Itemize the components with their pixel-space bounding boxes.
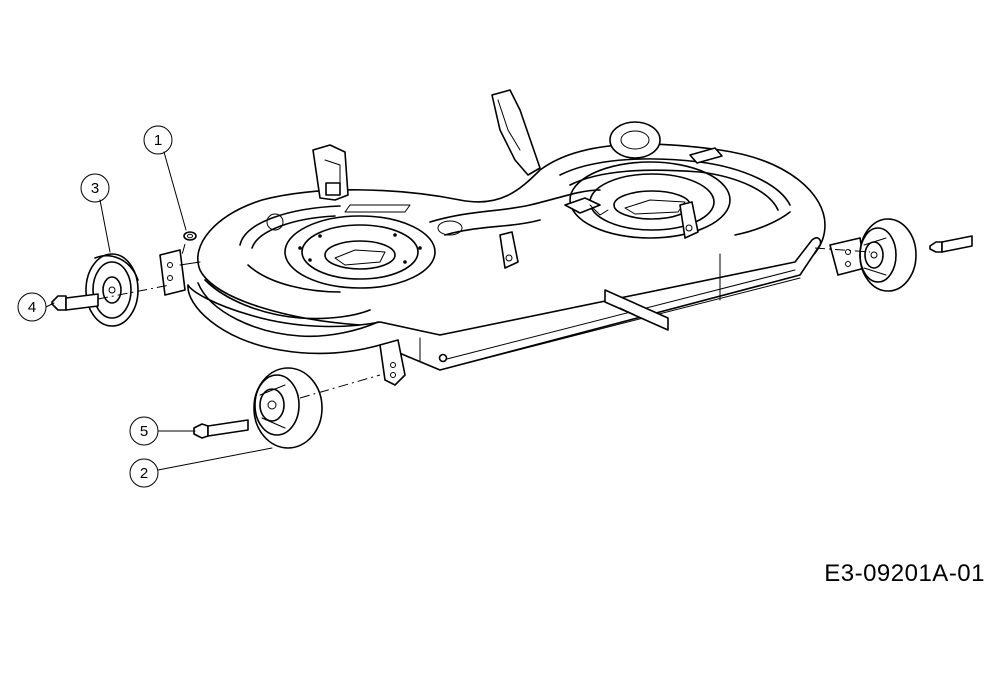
shoulder-bolt-right [929, 235, 973, 253]
callout-leaders [45, 151, 273, 471]
callout-3: 3 [80, 173, 110, 203]
callout-5-label: 5 [140, 423, 148, 440]
drawing-code: E3-09201A-01 [824, 560, 985, 587]
callout-2-label: 2 [140, 465, 148, 482]
callout-5: 5 [129, 416, 159, 446]
shoulder-bolt-front [193, 419, 249, 439]
callout-4-label: 4 [28, 299, 36, 316]
shoulder-bolt-left [51, 293, 99, 311]
assembly-lines [97, 243, 871, 399]
callout-2: 2 [129, 458, 159, 488]
deck-wheel-right [859, 218, 917, 292]
deck-wheel-left [85, 253, 139, 327]
callout-3-label: 3 [91, 180, 99, 197]
deck-wheel-rear [609, 121, 661, 159]
mower-deck [159, 89, 866, 386]
callout-1-label: 1 [154, 132, 162, 149]
lock-nut [183, 231, 197, 241]
deck-wheel-front [253, 367, 323, 449]
callout-1: 1 [143, 125, 173, 155]
callout-4: 4 [17, 292, 47, 322]
